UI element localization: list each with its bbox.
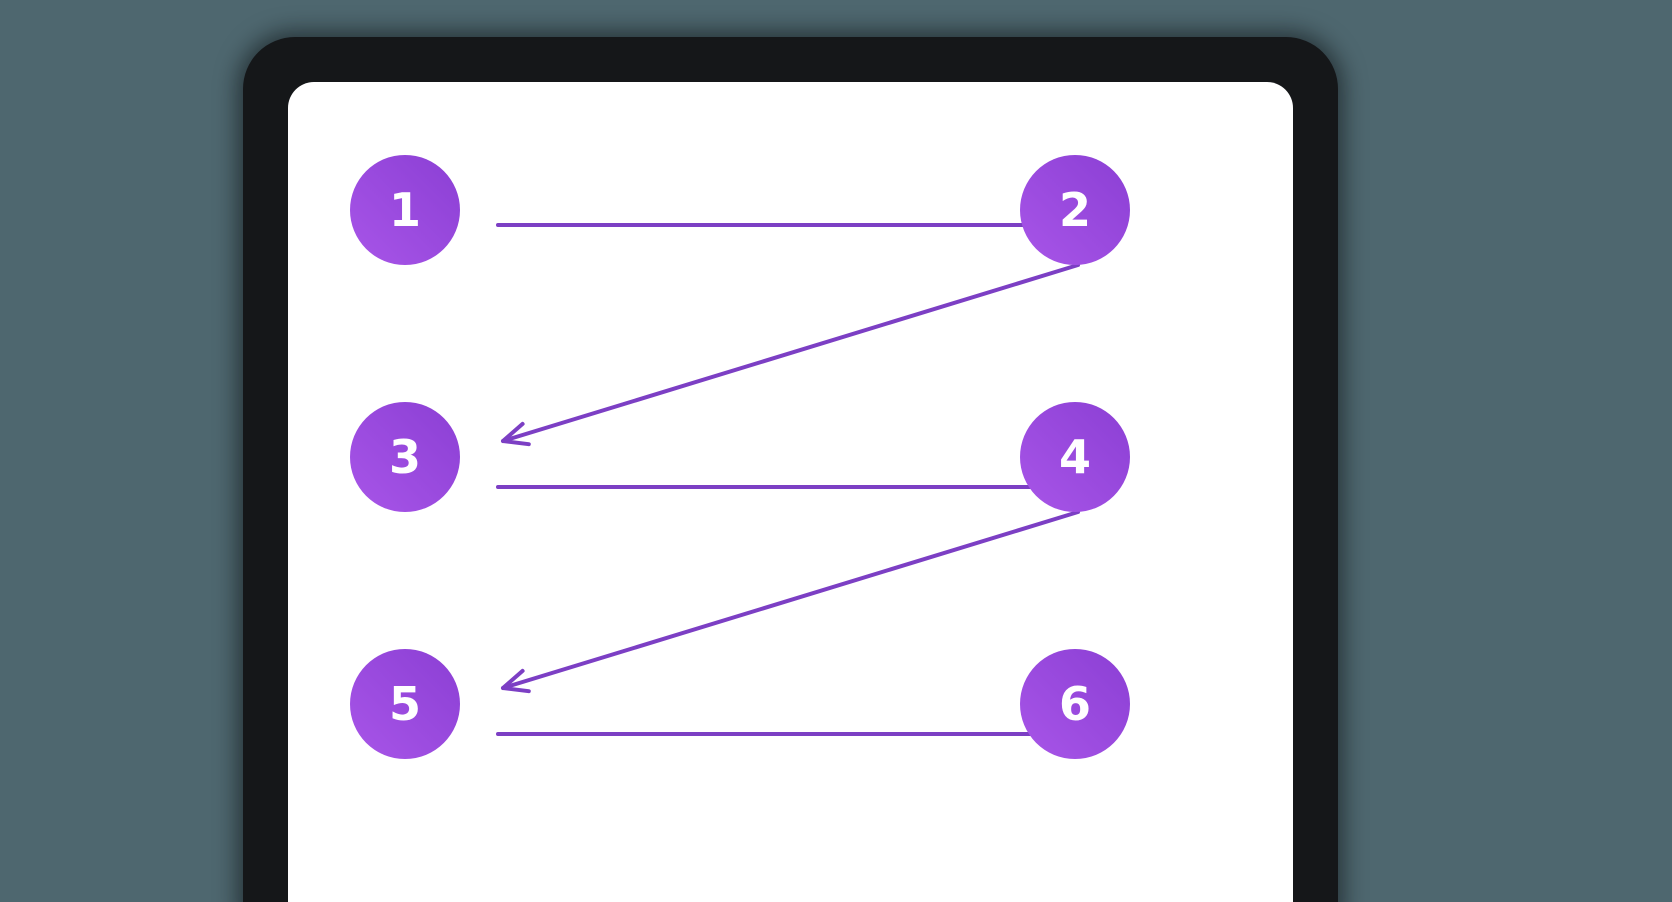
node-label: 6 (1059, 677, 1091, 731)
arrowhead-stroke (501, 421, 525, 443)
node-label: 3 (389, 430, 421, 484)
arrowhead-stroke (501, 686, 531, 694)
node-5[interactable]: 5 (350, 649, 460, 759)
node-circle[interactable] (350, 649, 460, 759)
node-circle[interactable] (350, 402, 460, 512)
node-layer: 1 2 3 4 5 6 (350, 155, 1130, 759)
node-1[interactable]: 1 (350, 155, 460, 265)
edge-line (503, 263, 1080, 443)
node-circle[interactable] (1020, 649, 1130, 759)
edge-2-to-3 (501, 263, 1080, 447)
node-circle[interactable] (1020, 155, 1130, 265)
node-label: 4 (1059, 430, 1091, 484)
arrowhead-stroke (501, 439, 531, 447)
node-circle[interactable] (350, 155, 460, 265)
node-circle[interactable] (1020, 402, 1130, 512)
edge-line (503, 510, 1080, 690)
edge-4-to-5 (501, 510, 1080, 694)
edge-5-to-6 (496, 721, 1080, 747)
node-2[interactable]: 2 (1020, 155, 1130, 265)
node-3[interactable]: 3 (350, 402, 460, 512)
node-label: 5 (389, 677, 421, 731)
node-label: 1 (389, 183, 421, 237)
edge-layer (496, 212, 1080, 747)
boustrophedon-node-diagram: 1 2 3 4 5 6 (350, 155, 1130, 759)
node-4[interactable]: 4 (1020, 402, 1130, 512)
arrowhead-stroke (501, 668, 525, 690)
node-6[interactable]: 6 (1020, 649, 1130, 759)
edge-1-to-2 (496, 212, 1080, 238)
node-label: 2 (1059, 183, 1091, 237)
edge-3-to-4 (496, 474, 1080, 500)
